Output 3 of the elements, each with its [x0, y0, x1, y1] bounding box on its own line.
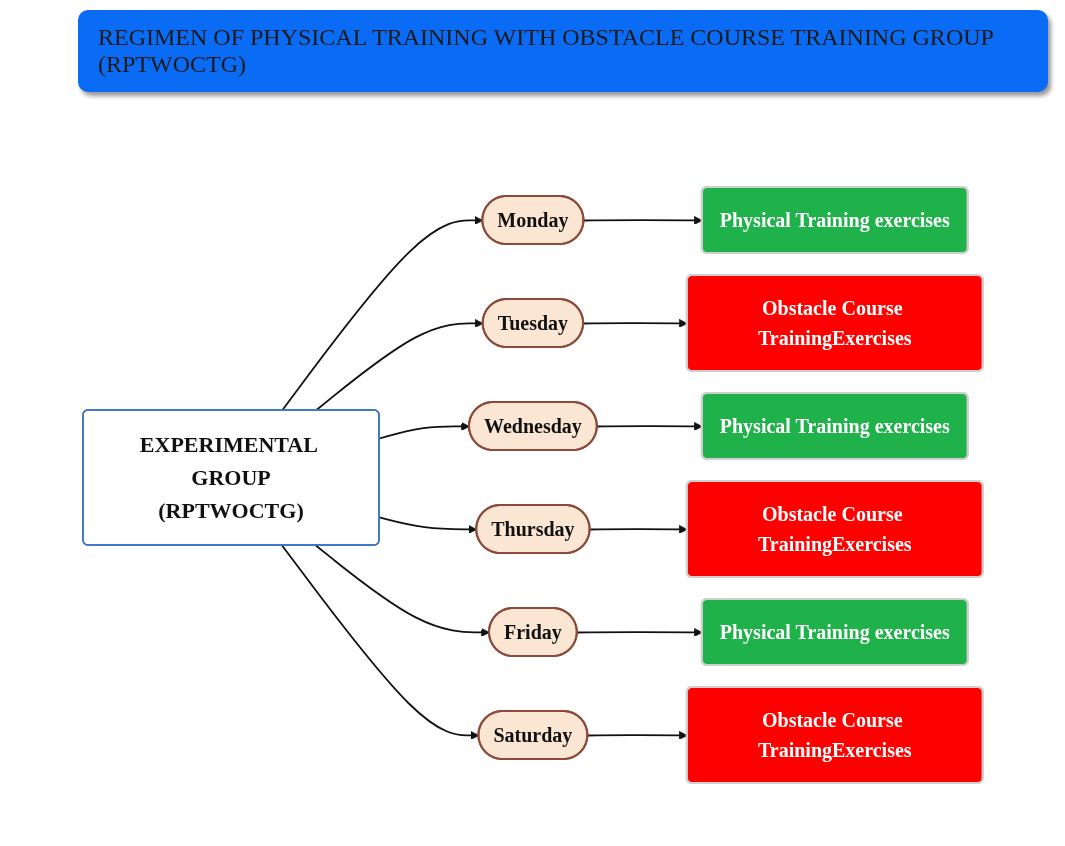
arrow: [280, 216, 483, 412]
title-banner: REGIMEN OF PHYSICAL TRAINING WITH OBSTACLE COURSE TRAINING GROUP (RPTWOCTG): [78, 10, 1048, 92]
arrow: [280, 544, 479, 740]
